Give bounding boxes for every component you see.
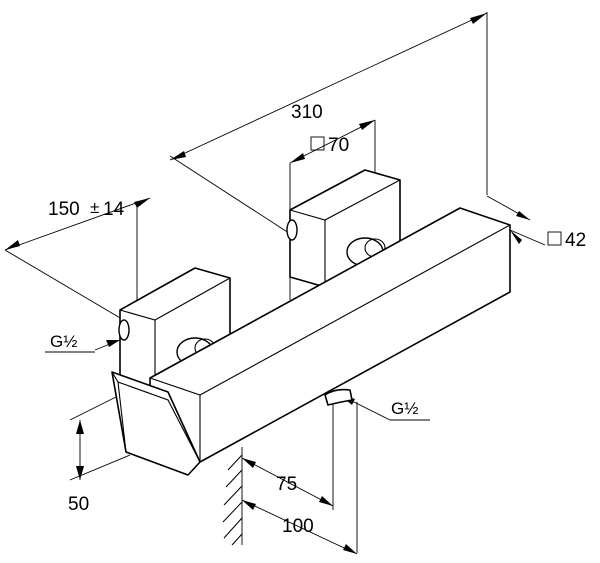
dim-tolerance-sign: ± bbox=[90, 198, 99, 217]
dimension-labels: 310 70 150 ± 14 42 G½ G½ 50 75 100 bbox=[48, 102, 586, 537]
dim-wall-100: 100 bbox=[282, 516, 314, 537]
square-symbol-42 bbox=[547, 231, 562, 246]
wall-section bbox=[222, 447, 243, 546]
thread-inlet-label: G½ bbox=[50, 332, 77, 351]
dim-tolerance-value: 14 bbox=[103, 199, 125, 220]
dimension-lines bbox=[4, 12, 546, 555]
thread-outlet-label: G½ bbox=[391, 399, 418, 418]
dim-body-size: 42 bbox=[565, 230, 586, 251]
dim-wall-75: 75 bbox=[276, 474, 297, 495]
dim-overall-length: 310 bbox=[291, 102, 323, 123]
dim-distance-centers: 150 bbox=[48, 199, 80, 220]
square-symbol-70 bbox=[310, 136, 325, 151]
dim-rosette-size: 70 bbox=[328, 135, 349, 156]
mixer-body bbox=[111, 169, 511, 476]
dim-handle-height: 50 bbox=[68, 494, 89, 515]
